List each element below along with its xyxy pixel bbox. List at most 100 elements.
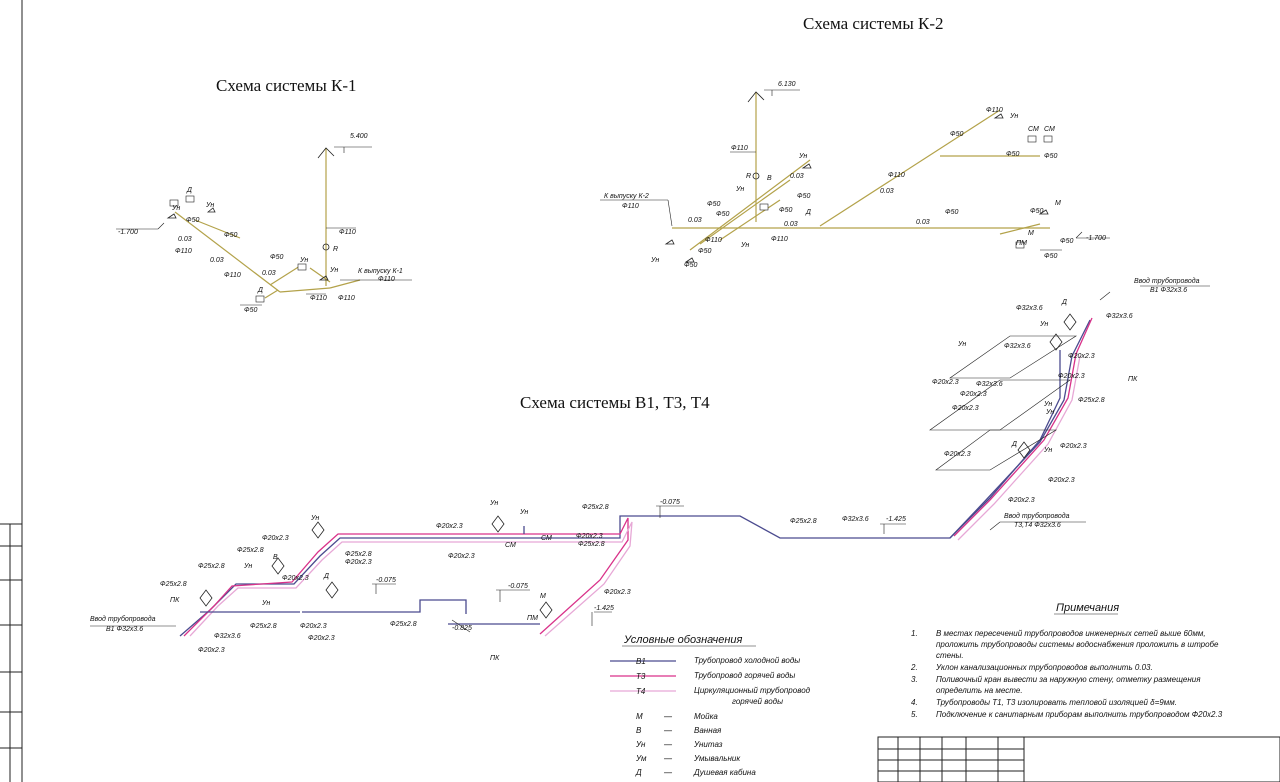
svg-text:Ф25х2.8: Ф25х2.8 — [160, 581, 187, 588]
svg-text:Д: Д — [323, 573, 329, 580]
svg-text:М: М — [1055, 200, 1061, 207]
svg-text:Ф25х2.8: Ф25х2.8 — [582, 504, 609, 511]
svg-text:Ф110: Ф110 — [888, 172, 905, 179]
svg-text:Ф50: Ф50 — [945, 209, 958, 216]
svg-text:Ф20х2.3: Ф20х2.3 — [436, 523, 463, 530]
svg-text:Ф50: Ф50 — [270, 254, 283, 261]
svg-text:СМ: СМ — [1044, 126, 1055, 133]
notes-title: Примечания — [1056, 602, 1119, 614]
svg-text:Ф20х2.3: Ф20х2.3 — [1008, 497, 1035, 504]
svg-text:Ф32х3.6: Ф32х3.6 — [1004, 343, 1031, 350]
legend-symbols: М — Мойка В — Ванная Ун — Унитаз Ум — Ум… — [635, 712, 756, 777]
svg-text:Ун: Ун — [1045, 409, 1054, 416]
svg-text:В: В — [273, 554, 278, 561]
svg-text:Ф32х3.6: Ф32х3.6 — [842, 516, 869, 523]
svg-text:Унитаз: Унитаз — [693, 740, 723, 749]
k1-riser-label: R — [333, 246, 338, 253]
svg-text:Ф20х2.3: Ф20х2.3 — [308, 635, 335, 642]
svg-text:Ф50: Ф50 — [186, 217, 199, 224]
svg-text:-0.075: -0.075 — [508, 583, 528, 590]
svg-text:Трубопровод холодной воды: Трубопровод холодной воды — [694, 656, 800, 665]
svg-text:4.: 4. — [911, 698, 918, 707]
svg-text:В: В — [767, 175, 772, 182]
svg-text:Ф110: Ф110 — [986, 107, 1003, 114]
notes: Примечания 1. В местах пересечений трубо… — [910, 602, 1223, 719]
svg-text:Ф50: Ф50 — [797, 193, 810, 200]
svg-text:Ун: Ун — [735, 186, 744, 193]
legend-title: Условные обозначения — [623, 634, 743, 646]
svg-text:М: М — [540, 593, 546, 600]
svg-text:Ф20х2.3: Ф20х2.3 — [952, 405, 979, 412]
svg-text:Ун: Ун — [519, 509, 528, 516]
svg-text:ПК: ПК — [490, 655, 500, 662]
k1-level-left: -1.700 — [118, 229, 138, 236]
scheme-k1: 5.400 R Ф110 К выпуску К-1 Ф110 -1.700 Д… — [116, 133, 412, 314]
svg-text:Ф25х2.8: Ф25х2.8 — [198, 563, 225, 570]
svg-text:Ф32х3.6: Ф32х3.6 — [976, 381, 1003, 388]
svg-text:Ф20х2.3: Ф20х2.3 — [576, 533, 603, 540]
svg-text:Ф110: Ф110 — [705, 237, 722, 244]
svg-text:Ф20х2.3: Ф20х2.3 — [262, 535, 289, 542]
svg-text:—: — — [663, 726, 673, 735]
svg-text:Ун: Ун — [957, 341, 966, 348]
svg-text:проложить трубопроводы системы: проложить трубопроводы системы водоснабж… — [936, 640, 1219, 649]
legend-line-t4: Т4 Циркуляционный трубопровод горячей во… — [610, 686, 811, 706]
svg-text:Ванная: Ванная — [694, 726, 722, 735]
svg-text:Ф25х2.8: Ф25х2.8 — [237, 547, 264, 554]
svg-text:-1.425: -1.425 — [886, 516, 906, 523]
svg-text:Т3,Т4 Ф32х3.6: Т3,Т4 Ф32х3.6 — [1014, 522, 1061, 529]
svg-text:Ф110: Ф110 — [224, 272, 241, 279]
title-k2: Схема системы К-2 — [803, 14, 944, 33]
svg-text:Ф25х2.8: Ф25х2.8 — [390, 621, 417, 628]
svg-text:Ф25х2.8: Ф25х2.8 — [1078, 397, 1105, 404]
k2-outlet-label: К выпуску К-2 — [604, 193, 649, 200]
svg-text:0.03: 0.03 — [916, 219, 930, 226]
svg-text:Ф50: Ф50 — [698, 248, 711, 255]
svg-text:Поливочный кран вывести за нар: Поливочный кран вывести за наружную стен… — [936, 675, 1201, 684]
svg-text:-0.075: -0.075 — [660, 499, 680, 506]
svg-text:-0.075: -0.075 — [376, 577, 396, 584]
svg-text:0.03: 0.03 — [880, 188, 894, 195]
svg-text:ПМ: ПМ — [1016, 240, 1027, 247]
svg-text:—: — — [663, 740, 673, 749]
svg-text:Ф25х2.8: Ф25х2.8 — [578, 541, 605, 548]
svg-text:Ун: Ун — [650, 257, 659, 264]
svg-text:Ун: Ун — [489, 500, 498, 507]
svg-text:В1 Ф32х3.6: В1 Ф32х3.6 — [106, 626, 143, 633]
svg-text:0.03: 0.03 — [790, 173, 804, 180]
svg-text:3.: 3. — [911, 675, 918, 684]
svg-text:Ф20х2.3: Ф20х2.3 — [932, 379, 959, 386]
svg-text:Ун: Ун — [798, 153, 807, 160]
svg-text:Ф110: Ф110 — [771, 236, 788, 243]
legend-line-t3: Т3 Трубопровод горячей воды — [610, 671, 795, 681]
svg-text:СМ: СМ — [541, 535, 552, 542]
svg-text:Ун: Ун — [329, 267, 338, 274]
title-k1: Схема системы К-1 — [216, 76, 357, 95]
svg-text:горячей воды: горячей воды — [732, 697, 783, 706]
k1-outlet-dia: Ф110 — [378, 276, 395, 283]
svg-text:Ун: Ун — [299, 257, 308, 264]
svg-text:стены.: стены. — [936, 651, 964, 660]
svg-text:В: В — [636, 726, 642, 735]
svg-text:Ф25х2.8: Ф25х2.8 — [790, 518, 817, 525]
svg-text:Д: Д — [257, 287, 263, 294]
svg-text:Ф50: Ф50 — [224, 232, 237, 239]
title-block — [877, 736, 1280, 782]
svg-text:Ун: Ун — [635, 740, 646, 749]
svg-text:Ф32х3.6: Ф32х3.6 — [1016, 305, 1043, 312]
svg-text:Трубопровод горячей воды: Трубопровод горячей воды — [694, 671, 795, 680]
svg-text:Ввод трубопровода: Ввод трубопровода — [1134, 277, 1200, 285]
svg-text:Ф50: Ф50 — [1044, 153, 1057, 160]
svg-text:Ф50: Ф50 — [950, 131, 963, 138]
svg-text:0.03: 0.03 — [262, 270, 276, 277]
svg-text:Д: Д — [1061, 299, 1067, 306]
svg-text:Ф50: Ф50 — [707, 201, 720, 208]
svg-text:Ф50: Ф50 — [1030, 208, 1043, 215]
svg-text:Ф50: Ф50 — [684, 262, 697, 269]
svg-text:Ун: Ун — [1043, 447, 1052, 454]
svg-text:М: М — [636, 712, 643, 721]
svg-text:Ун: Ун — [205, 202, 214, 209]
svg-text:—: — — [663, 768, 673, 777]
svg-text:0.03: 0.03 — [784, 221, 798, 228]
